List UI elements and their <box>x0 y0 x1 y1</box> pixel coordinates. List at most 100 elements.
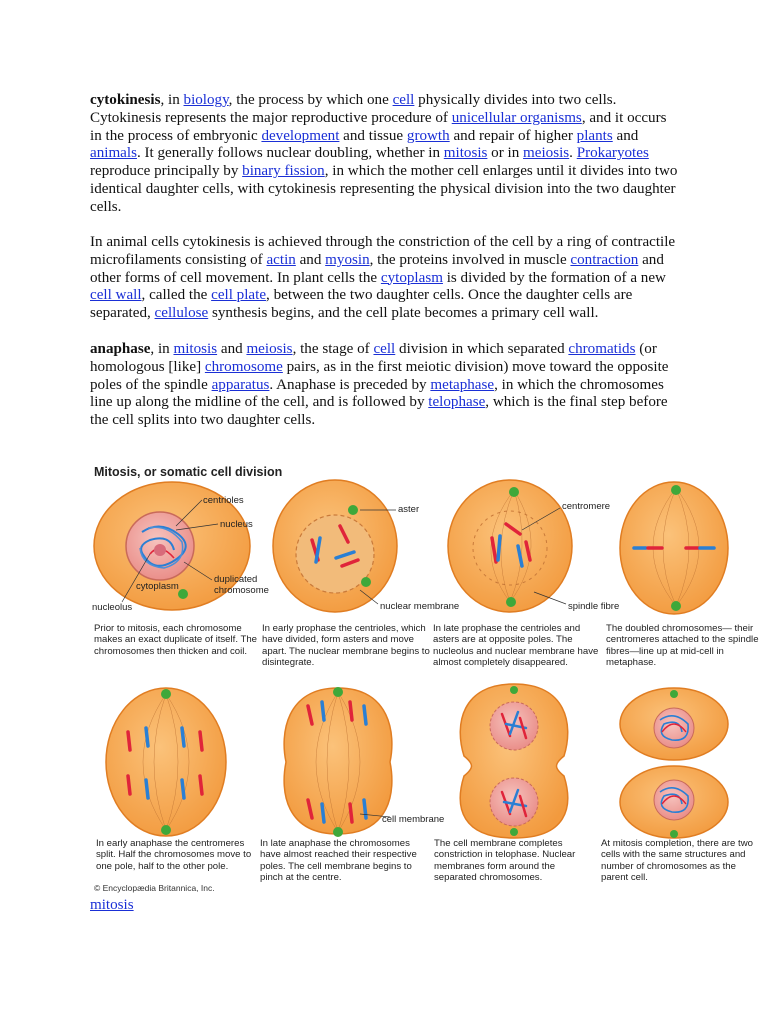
link-plants[interactable]: plants <box>577 128 613 144</box>
centriole <box>361 577 371 587</box>
caption-late-anaphase: In late anaphase the chromosomes have al… <box>260 838 428 883</box>
caption-interphase: Prior to mitosis, each chromosome makes … <box>94 623 262 657</box>
caption-metaphase: The doubled chromosomes— their centromer… <box>606 623 766 668</box>
link-development[interactable]: development <box>261 128 339 144</box>
cell-late-anaphase: cell membrane <box>284 687 444 837</box>
cell-body <box>106 688 226 836</box>
cell-interphase: centrioles nucleus duplicated chromosome… <box>92 482 269 613</box>
centriole <box>510 828 518 836</box>
label-duplicated: duplicated <box>214 574 257 585</box>
text: , the proteins involved in muscle <box>370 252 571 268</box>
centriole <box>510 686 518 694</box>
text: division in which separated <box>395 341 568 357</box>
text: , the process by which one <box>229 92 393 108</box>
link-myosin[interactable]: myosin <box>325 252 369 268</box>
text: synthesis begins, and the cell plate bec… <box>208 305 598 321</box>
link-mitosis[interactable]: mitosis <box>444 145 488 161</box>
centriole <box>671 485 681 495</box>
link-meiosis[interactable]: meiosis <box>246 341 292 357</box>
text: reproduce principally by <box>90 163 242 179</box>
cell-body <box>284 688 392 834</box>
animal-cells-paragraph: In animal cells cytokinesis is achieved … <box>90 234 680 323</box>
label-aster: aster <box>398 504 419 515</box>
centriole <box>670 830 678 838</box>
text: is divided by the formation of a new <box>443 270 666 286</box>
link-animals[interactable]: animals <box>90 145 137 161</box>
cell-metaphase <box>620 482 728 614</box>
link-cytoplasm[interactable]: cytoplasm <box>381 270 443 286</box>
mitosis-diagram: centrioles nucleus duplicated chromosome… <box>90 462 766 898</box>
centriole <box>161 689 171 699</box>
text: and <box>296 252 325 268</box>
text: . Anaphase is preceded by <box>269 377 430 393</box>
centriole <box>161 825 171 835</box>
text: , the stage of <box>293 341 374 357</box>
label-cell-membrane: cell membrane <box>382 814 444 825</box>
cytokinesis-paragraph: cytokinesis, in biology, the process by … <box>90 92 680 217</box>
text: . <box>569 145 577 161</box>
text: , in <box>150 341 173 357</box>
link-apparatus[interactable]: apparatus <box>212 377 270 393</box>
link-mitosis[interactable]: mitosis <box>173 341 217 357</box>
mitosis-figure: Mitosis, or somatic cell division <box>90 462 766 898</box>
link-cell[interactable]: cell <box>393 92 415 108</box>
centriole <box>348 505 358 515</box>
caption-late-prophase: In late prophase the centrioles and aste… <box>433 623 601 668</box>
cell-early-prophase: aster nuclear membrane <box>273 480 459 612</box>
link-mitosis-bottom[interactable]: mitosis <box>90 897 134 914</box>
text: and tissue <box>339 128 407 144</box>
caption-early-prophase: In early prophase the centrioles, which … <box>262 623 430 668</box>
link-prokaryotes[interactable]: Prokaryotes <box>577 145 649 161</box>
caption-early-anaphase: In early anaphase the centromeres split.… <box>96 838 256 872</box>
caption-completion: At mitosis completion, there are two cel… <box>601 838 761 883</box>
centriole <box>333 827 343 837</box>
text: and <box>217 341 246 357</box>
term-anaphase: anaphase <box>90 341 150 357</box>
link-contraction[interactable]: contraction <box>570 252 638 268</box>
link-growth[interactable]: growth <box>407 128 450 144</box>
link-meiosis[interactable]: meiosis <box>523 145 569 161</box>
centriole <box>509 487 519 497</box>
link-binary-fission[interactable]: binary fission <box>242 163 325 179</box>
label-centromere: centromere <box>562 501 610 512</box>
cell-late-prophase: centromere spindle fibre <box>448 480 619 612</box>
link-cell-wall[interactable]: cell wall <box>90 287 142 303</box>
text: or in <box>487 145 523 161</box>
label-spindle-fibre: spindle fibre <box>568 601 619 612</box>
text: . It generally follows nuclear doubling,… <box>137 145 444 161</box>
link-cellulose[interactable]: cellulose <box>155 305 209 321</box>
cell-telophase <box>460 684 567 838</box>
link-telophase[interactable]: telophase <box>428 394 485 410</box>
cell-daughters <box>620 688 728 838</box>
caption-telophase: The cell membrane completes constriction… <box>434 838 594 883</box>
link-biology[interactable]: biology <box>184 92 229 108</box>
text: and repair of higher <box>450 128 577 144</box>
label-cytoplasm: cytoplasm <box>136 581 179 592</box>
label-nucleolus: nucleolus <box>92 602 132 613</box>
cell-early-anaphase <box>106 688 226 836</box>
text: and <box>613 128 639 144</box>
link-chromatids[interactable]: chromatids <box>568 341 635 357</box>
term-cytokinesis: cytokinesis <box>90 92 160 108</box>
nucleolus-shape <box>154 544 166 556</box>
link-actin[interactable]: actin <box>266 252 295 268</box>
anaphase-paragraph: anaphase, in mitosis and meiosis, the st… <box>90 341 680 430</box>
link-unicellular-organisms[interactable]: unicellular organisms <box>452 110 582 126</box>
label-nuclear-membrane: nuclear membrane <box>380 601 459 612</box>
centriole <box>333 687 343 697</box>
text: , in <box>160 92 183 108</box>
link-chromosome[interactable]: chromosome <box>205 359 283 375</box>
centriole <box>671 601 681 611</box>
centriole <box>178 589 188 599</box>
label-centrioles: centrioles <box>203 495 244 506</box>
link-metaphase[interactable]: metaphase <box>430 377 494 393</box>
text: , called the <box>142 287 212 303</box>
centriole <box>670 690 678 698</box>
copyright-notice: © Encyclopædia Britannica, Inc. <box>94 883 215 893</box>
link-cell-plate[interactable]: cell plate <box>211 287 266 303</box>
label-nucleus: nucleus <box>220 519 253 530</box>
centriole <box>506 597 516 607</box>
label-chromosome: chromosome <box>214 585 269 596</box>
link-cell[interactable]: cell <box>373 341 395 357</box>
